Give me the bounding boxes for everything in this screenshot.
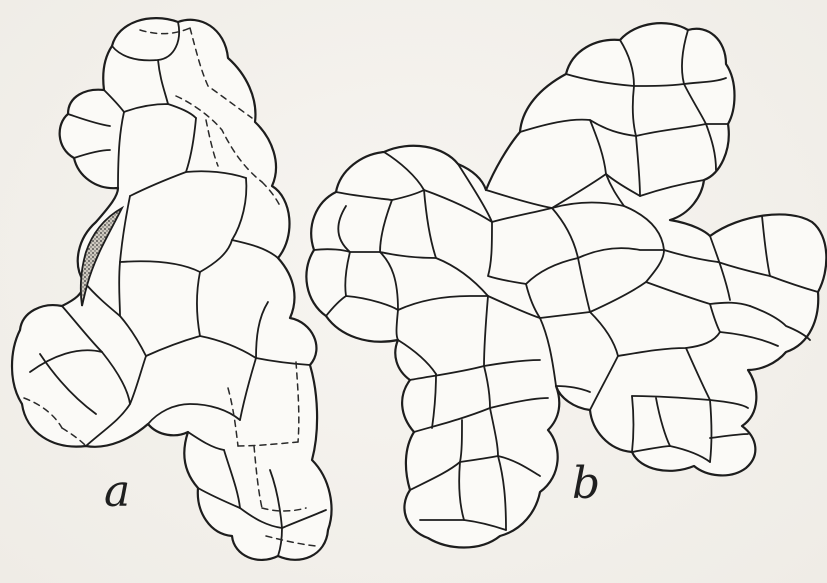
specimen-b <box>306 23 826 547</box>
specimen-a-outline <box>12 18 331 560</box>
figure-label-b: b <box>572 462 600 506</box>
specimen-b-outline <box>306 23 826 547</box>
specimen-a <box>12 18 331 560</box>
figure-label-a: a <box>104 470 130 514</box>
